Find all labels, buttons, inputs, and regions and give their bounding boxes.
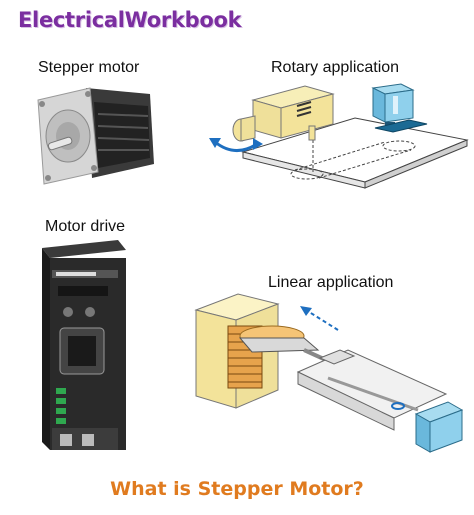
stepper-motor-label: Stepper motor [38, 59, 140, 76]
rotary-application-label: Rotary application [271, 59, 400, 76]
linear-application-label: Linear application [268, 274, 394, 291]
page-caption: What is Stepper Motor? [110, 478, 364, 500]
motor-drive-image [42, 240, 126, 450]
rotary-application-diagram [209, 83, 469, 189]
linear-application-diagram [194, 293, 464, 453]
stepper-motor-image [37, 87, 154, 185]
brand-logo-text: ElectricalWorkbook [18, 8, 242, 32]
motor-drive-label: Motor drive [45, 218, 126, 235]
